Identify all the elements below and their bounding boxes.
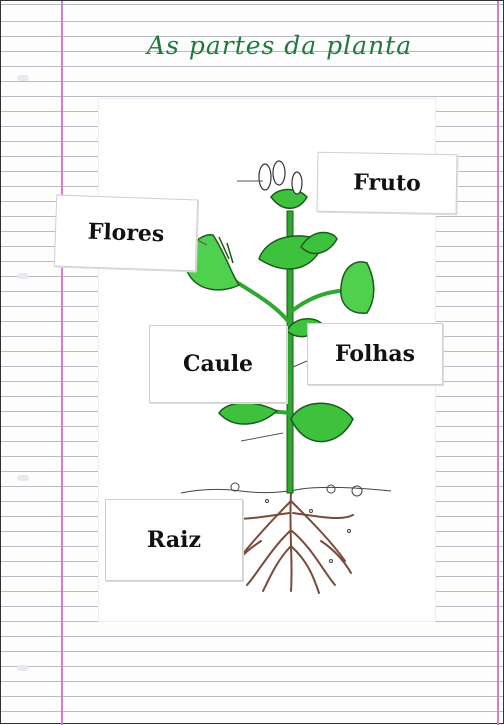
label-fruto: Fruto — [316, 152, 457, 214]
leaves — [219, 190, 353, 442]
fruit-pods — [259, 161, 302, 194]
label-folhas: Folhas — [307, 323, 443, 385]
label-flores: Flores — [54, 195, 198, 272]
roots — [227, 493, 353, 593]
label-caule: Caule — [149, 325, 287, 403]
label-raiz: Raiz — [105, 499, 243, 581]
